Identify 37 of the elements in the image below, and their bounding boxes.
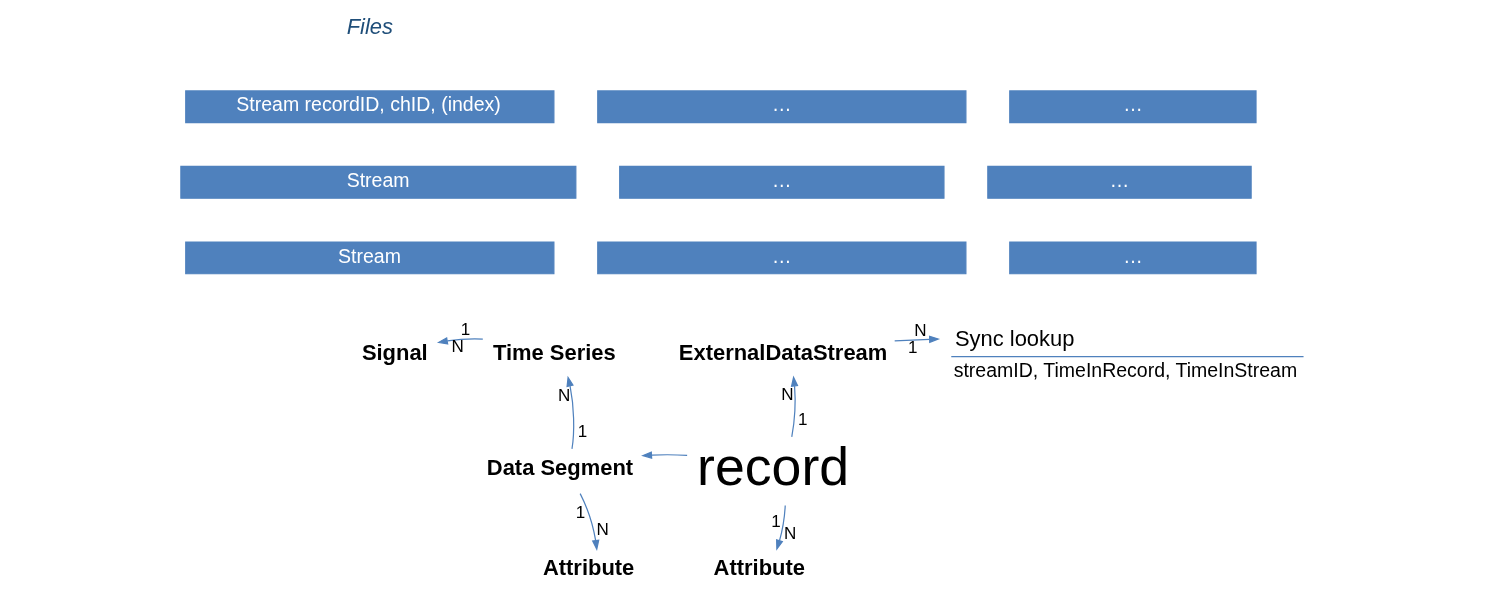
node-text: Time Series (492, 339, 616, 365)
arrow (566, 375, 575, 450)
node-text: Signal (361, 339, 428, 365)
node-text: Attribute (542, 555, 635, 581)
label: N (596, 520, 609, 540)
arrow (776, 504, 786, 551)
label: 1 (908, 337, 918, 357)
node-text: Sync lookup streamID, TimeInRecord, TimeInStream (953, 326, 1298, 382)
label: N (451, 337, 464, 357)
label: N (783, 524, 797, 544)
node-text: Attribute (713, 555, 805, 581)
node-box: … (619, 165, 945, 199)
label: 1 (798, 410, 808, 430)
node-box: … (987, 165, 1252, 199)
node-box: Stream (180, 165, 577, 199)
node-box: … (597, 90, 967, 124)
arrow (641, 451, 688, 459)
label: Files (346, 14, 393, 40)
label: N (781, 385, 794, 405)
label: N (914, 320, 927, 340)
label: 1 (771, 512, 781, 532)
node-box: … (1009, 90, 1257, 124)
node-box: Stream recordID, chID, (index) (185, 90, 555, 124)
label: N (557, 386, 571, 406)
label: 1 (460, 319, 471, 339)
arrow (790, 375, 799, 438)
label: 1 (577, 422, 588, 442)
node-box: Stream (185, 241, 555, 275)
arrow (436, 337, 484, 345)
arrow (579, 493, 600, 551)
node-text: record (697, 435, 850, 496)
node-text: ExternalDataStream (678, 339, 888, 365)
node-text: Data Segment (486, 455, 634, 481)
node-box: … (597, 241, 967, 275)
label: 1 (575, 502, 586, 522)
arrow (894, 335, 941, 344)
node-box: … (1009, 241, 1257, 275)
